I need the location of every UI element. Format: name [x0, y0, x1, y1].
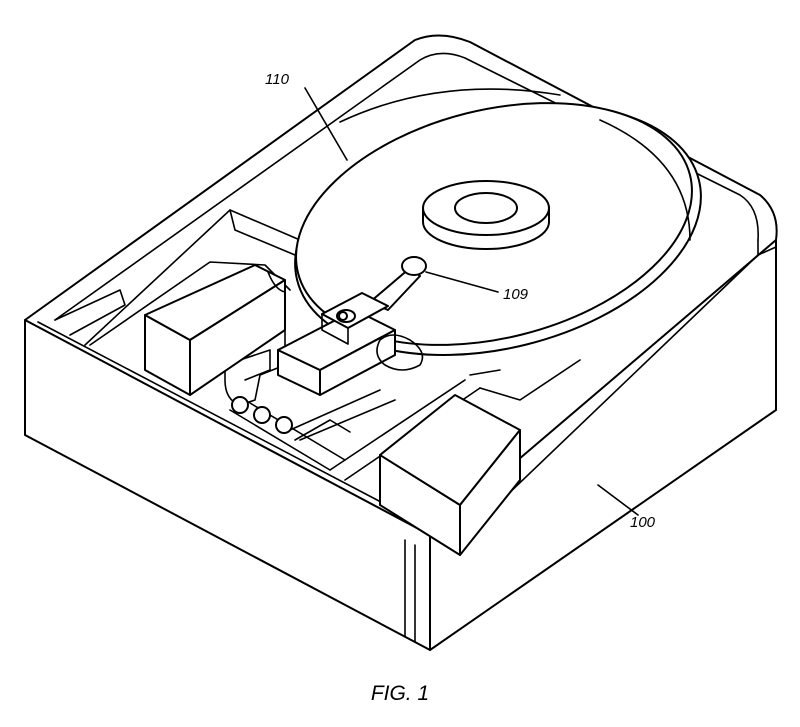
- spindle-hub: [422, 180, 550, 250]
- left-bracket-block: [144, 264, 286, 396]
- label-head: 109: [503, 286, 529, 303]
- figure-caption: FIG. 1: [371, 682, 429, 705]
- leader-lines: [304, 87, 639, 516]
- actuator-assembly: [277, 256, 427, 396]
- housing-cavity: [54, 209, 581, 481]
- lower-right-block: [379, 394, 521, 556]
- label-disk: 110: [265, 71, 290, 88]
- label-housing: 100: [630, 514, 656, 531]
